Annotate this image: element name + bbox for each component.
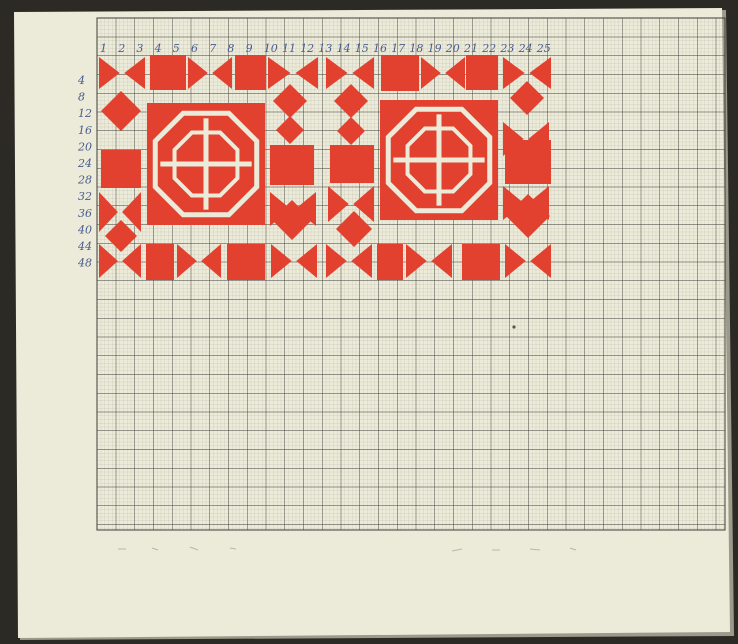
column-number: 1: [100, 42, 107, 55]
column-number: 5: [173, 42, 180, 55]
cross-bar: [393, 158, 484, 163]
column-number: 12: [300, 42, 314, 55]
cross-bar: [160, 162, 251, 167]
row-number: 4: [77, 74, 85, 87]
column-number: 13: [318, 42, 332, 55]
square-motif: [227, 244, 265, 280]
row-number: 36: [78, 207, 92, 220]
column-number: 14: [337, 42, 351, 55]
column-number: 2: [117, 42, 125, 55]
square-motif: [462, 244, 500, 280]
column-number: 11: [282, 42, 296, 55]
square-motif: [505, 140, 551, 184]
stain-spot: [512, 325, 515, 328]
column-number: 21: [463, 42, 478, 55]
row-number: 32: [78, 190, 92, 203]
square-motif: [466, 55, 498, 90]
column-number: 19: [428, 42, 442, 55]
column-number: 4: [154, 42, 162, 55]
column-number: 20: [445, 42, 460, 55]
row-number: 8: [78, 91, 85, 104]
column-number: 25: [536, 42, 551, 55]
column-number: 3: [136, 42, 143, 55]
column-number: 8: [227, 42, 234, 55]
row-number: 16: [78, 124, 92, 137]
column-number: 17: [391, 42, 405, 55]
square-motif: [150, 55, 186, 90]
column-number: 18: [409, 42, 423, 55]
square-motif: [270, 145, 314, 185]
column-number: 9: [246, 42, 253, 55]
row-number: 12: [78, 107, 92, 120]
column-number: 15: [355, 42, 369, 55]
column-number: 10: [264, 42, 278, 55]
column-number: 23: [499, 42, 514, 55]
square-motif: [377, 244, 403, 280]
square-motif: [381, 55, 419, 91]
column-number: 22: [481, 42, 496, 55]
row-number: 28: [77, 174, 92, 187]
column-number: 7: [209, 42, 216, 55]
column-number: 6: [191, 42, 198, 55]
row-number: 44: [77, 240, 92, 253]
column-number: 24: [518, 42, 533, 55]
square-motif: [235, 55, 266, 90]
row-number: 20: [77, 140, 92, 153]
column-number: 16: [373, 42, 387, 55]
row-number: 48: [77, 257, 92, 270]
row-number: 40: [77, 223, 92, 236]
square-motif: [101, 150, 141, 188]
grid-area: [97, 18, 725, 530]
square-motif: [330, 145, 374, 183]
square-motif: [146, 244, 174, 280]
row-number: 24: [77, 157, 92, 170]
